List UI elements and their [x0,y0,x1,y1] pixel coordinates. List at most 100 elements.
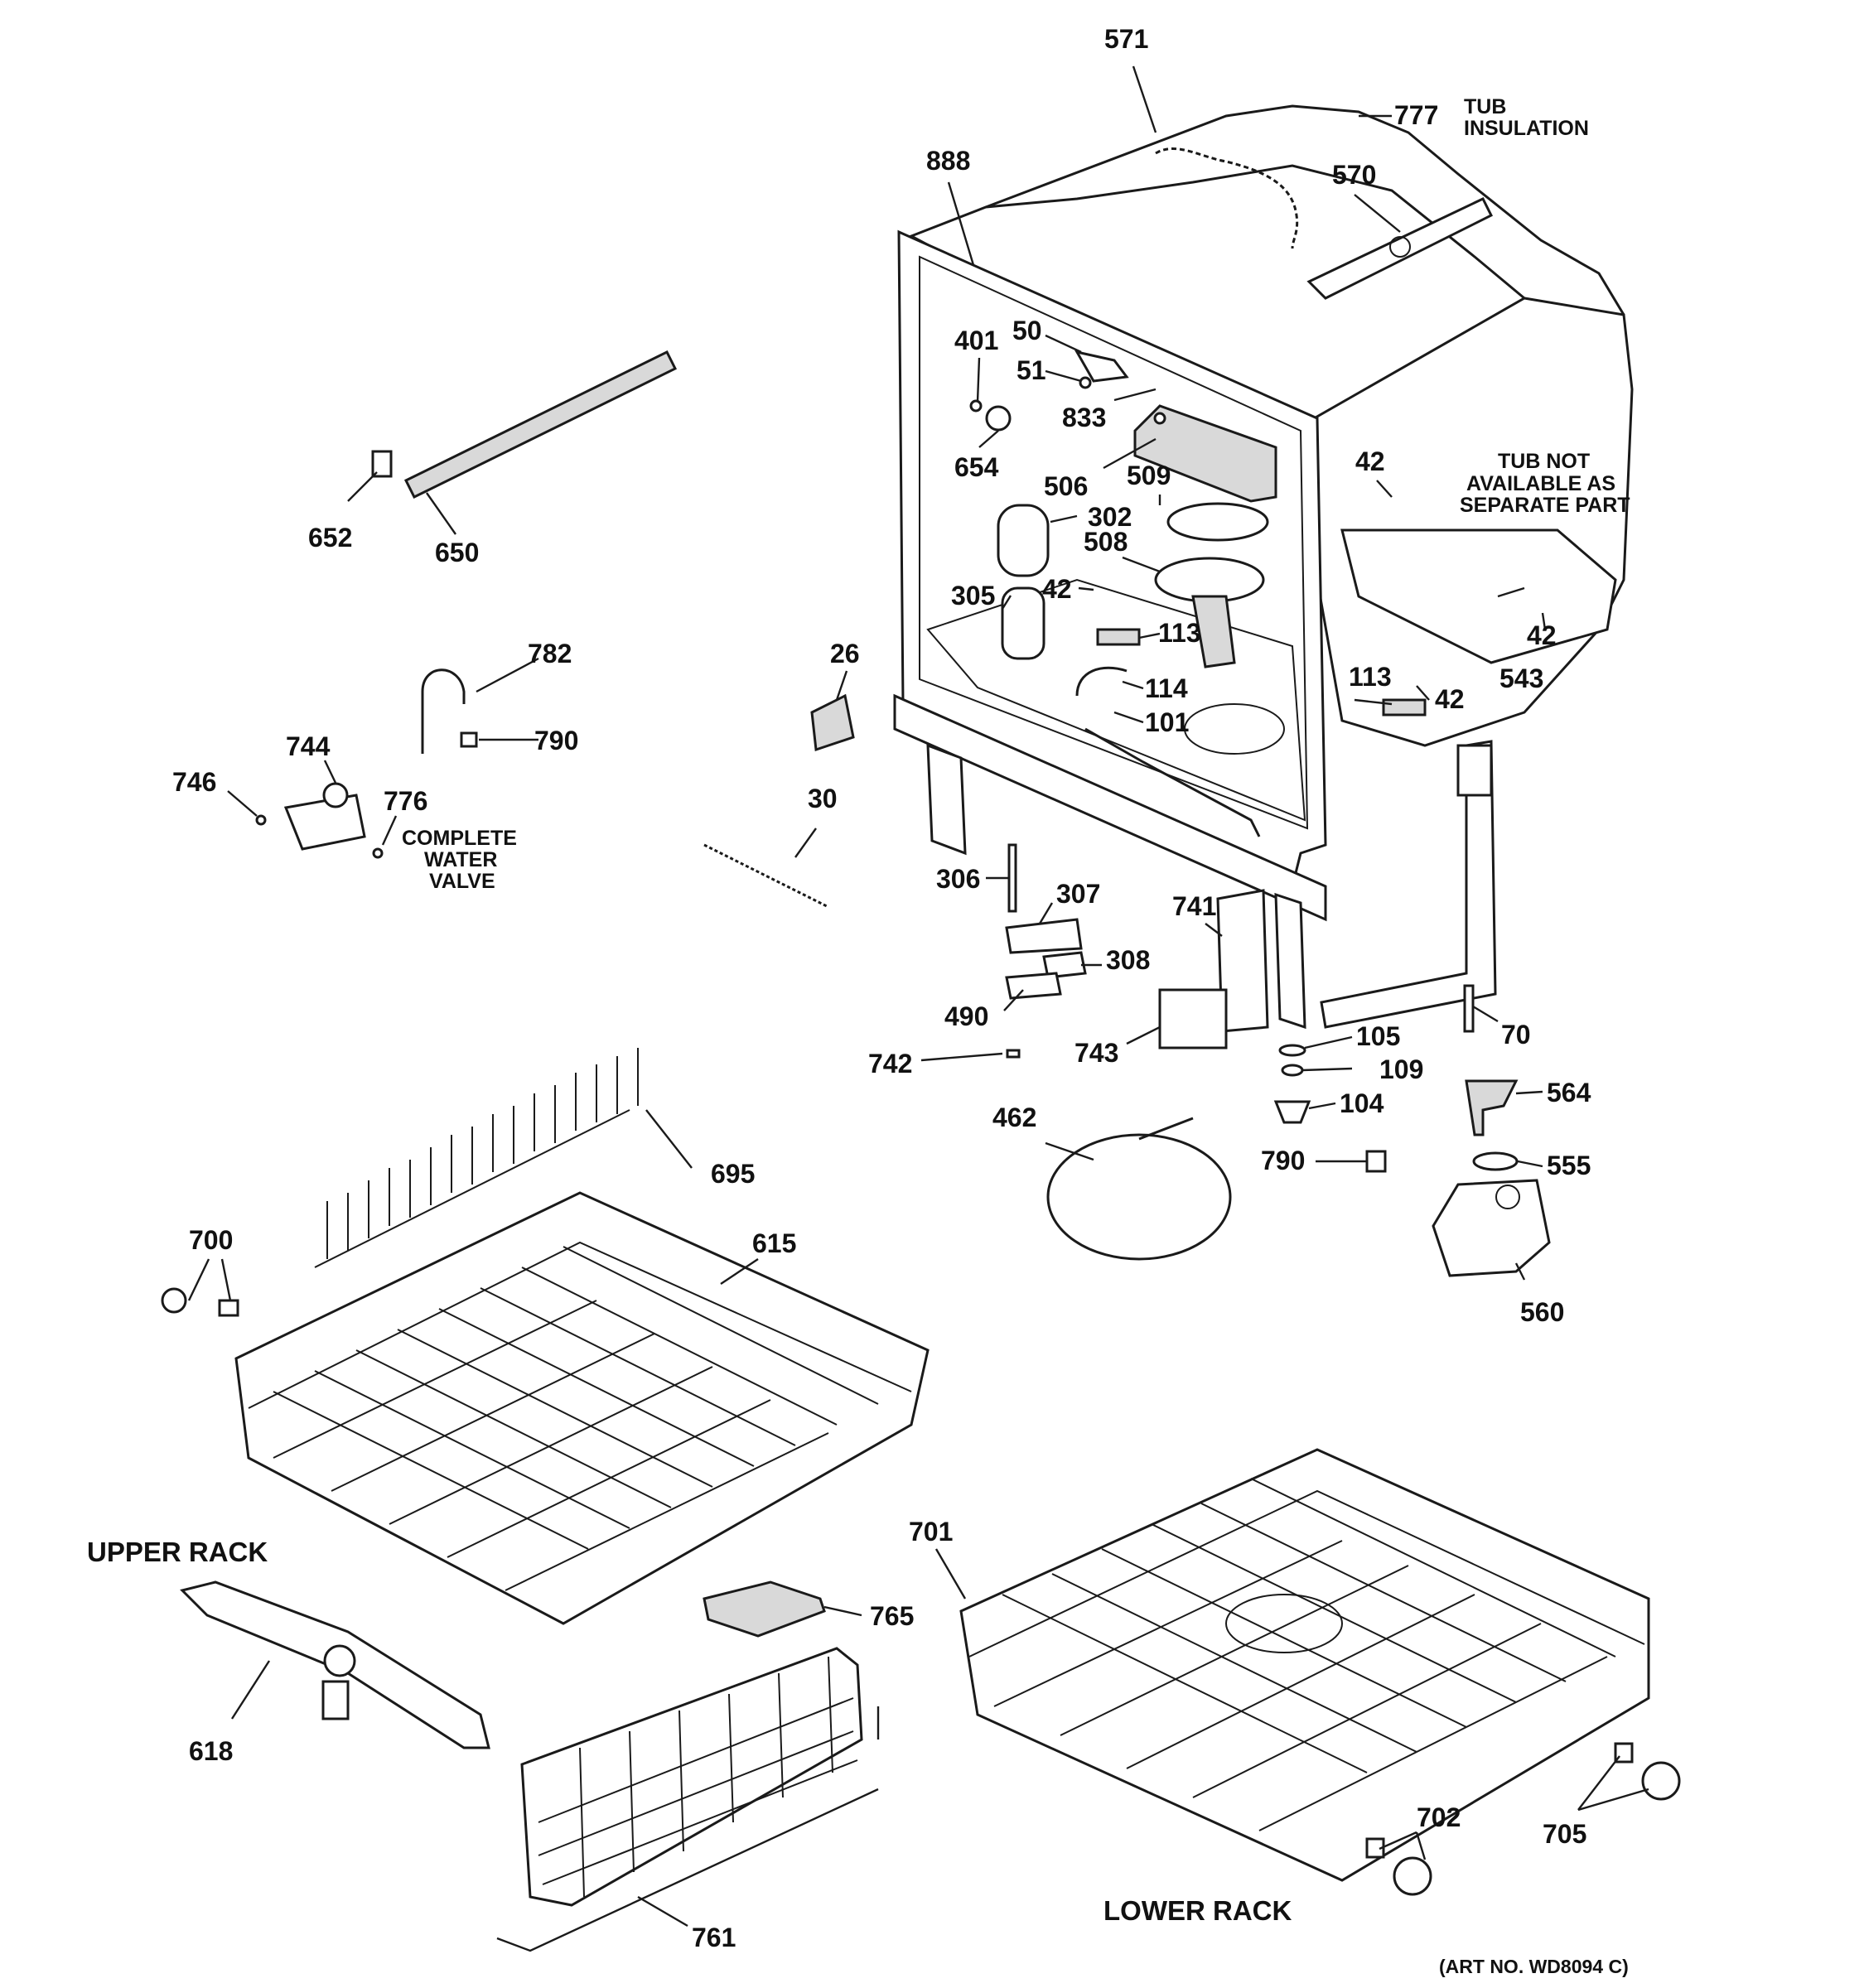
pump-outlet [1495,1185,1520,1209]
leveling-leg-70 [1463,984,1475,1033]
capacitor-302 [997,504,1050,577]
callout-42-a: 42 [1042,574,1072,604]
callout-761: 761 [692,1923,736,1952]
callout-543: 543 [1499,663,1543,693]
spring-30 [703,843,829,909]
callout-51: 51 [1017,355,1046,385]
upper-rack-wires [273,1246,879,1591]
tube-101 [1084,727,1261,837]
callout-782: 782 [528,639,572,668]
pump-housing-560 [1432,1179,1551,1277]
screw-746 [255,814,267,826]
vent-grille [1133,404,1277,503]
callout-105: 105 [1356,1021,1400,1051]
callout-833: 833 [1062,403,1106,432]
callout-42-d: 42 [1435,684,1465,714]
gasket-555 [1472,1151,1519,1171]
callout-101: 101 [1145,707,1189,737]
callout-650: 650 [435,538,479,567]
note-complete-water-valve-line3: VALVE [429,870,495,893]
screw-742 [1006,1049,1021,1059]
callout-113-a: 113 [1158,618,1201,648]
note-tub-not-available-line2: AVAILABLE AS [1466,472,1615,495]
callout-570: 570 [1332,160,1376,190]
callout-104: 104 [1340,1088,1384,1118]
callout-700: 700 [189,1225,233,1255]
screw-833 [1153,412,1166,425]
spray-arm-hub [323,1644,356,1677]
hose-782 [421,668,466,754]
callout-509: 509 [1127,461,1171,490]
gasket-clip-652 [371,450,393,478]
manifold-543 [1340,528,1617,664]
note-tub-insulation-line2: INSULATION [1464,117,1589,140]
callout-30: 30 [808,784,838,813]
callout-705: 705 [1543,1819,1586,1849]
callout-70: 70 [1501,1020,1531,1049]
tine-row-695 [314,1048,639,1268]
tube-114 [1075,666,1128,697]
upper-rack-615 [234,1191,930,1625]
knob-654 [985,405,1012,432]
bracket-741 [1216,889,1269,1033]
drain-hose-462-end [1138,1117,1194,1141]
detergent-cup-lower [1154,557,1265,603]
washer-105 [1278,1044,1306,1057]
note-complete-water-valve-line2: WATER [424,848,497,871]
callout-654: 654 [954,452,999,482]
check-valve-564 [1465,1079,1519,1136]
callout-113-b: 113 [1349,662,1392,692]
washer-109 [1281,1064,1304,1077]
screw-401 [969,399,983,413]
callout-401: 401 [954,326,998,355]
callout-777: 777 [1394,100,1438,130]
tub-left-leg [926,743,967,856]
lower-rack-wires [993,1478,1616,1831]
upper-rack-rim [248,1241,912,1409]
callout-790-b: 790 [1261,1146,1305,1175]
tub-side-bracket [1456,744,1493,797]
sump-pump [1184,703,1285,755]
callout-702: 702 [1417,1802,1461,1832]
valve-fitting [322,782,349,808]
callout-462: 462 [992,1103,1036,1132]
callout-490: 490 [944,1001,988,1031]
switch-308 [1042,951,1087,979]
tub-front-opening [919,255,1309,830]
spray-arm-stem [321,1680,350,1720]
vent-hole [1389,236,1411,258]
section-title-lower-rack: LOWER RACK [1103,1895,1292,1926]
note-tub-not-available-line3: SEPARATE PART [1460,494,1630,517]
callout-615: 615 [752,1228,796,1258]
callout-564: 564 [1547,1078,1591,1107]
latch-50 [1074,350,1129,383]
clamp-790b [1365,1150,1387,1173]
callout-555: 555 [1547,1151,1591,1180]
water-valve-parts [255,668,478,859]
callout-776: 776 [384,786,427,816]
clamp-790a [460,731,478,748]
callout-26: 26 [830,639,860,668]
callout-306: 306 [936,864,980,894]
tub-assembly [893,104,1634,1030]
callout-790-a: 790 [534,726,578,755]
bracket-113b [1382,698,1427,717]
rack-wheel-700 [161,1287,187,1314]
valve-744 [283,794,366,851]
note-tub-not-available-line1: TUB NOT [1498,450,1590,473]
lower-rack-701 [959,1448,1650,1882]
callout-571: 571 [1104,24,1148,54]
electrical-parts [1005,843,1551,1277]
callout-42-b: 42 [1355,446,1385,476]
fitting-104 [1273,1100,1311,1124]
tub-front-leg [1274,892,1306,1030]
callout-746: 746 [172,767,216,797]
callout-888: 888 [926,146,970,176]
silverware-basket-761 [520,1647,863,1907]
vent-bracket [1306,197,1494,300]
screw-51 [1079,376,1092,389]
callout-744: 744 [286,731,331,761]
callout-307: 307 [1056,879,1100,909]
callout-695: 695 [711,1159,755,1189]
